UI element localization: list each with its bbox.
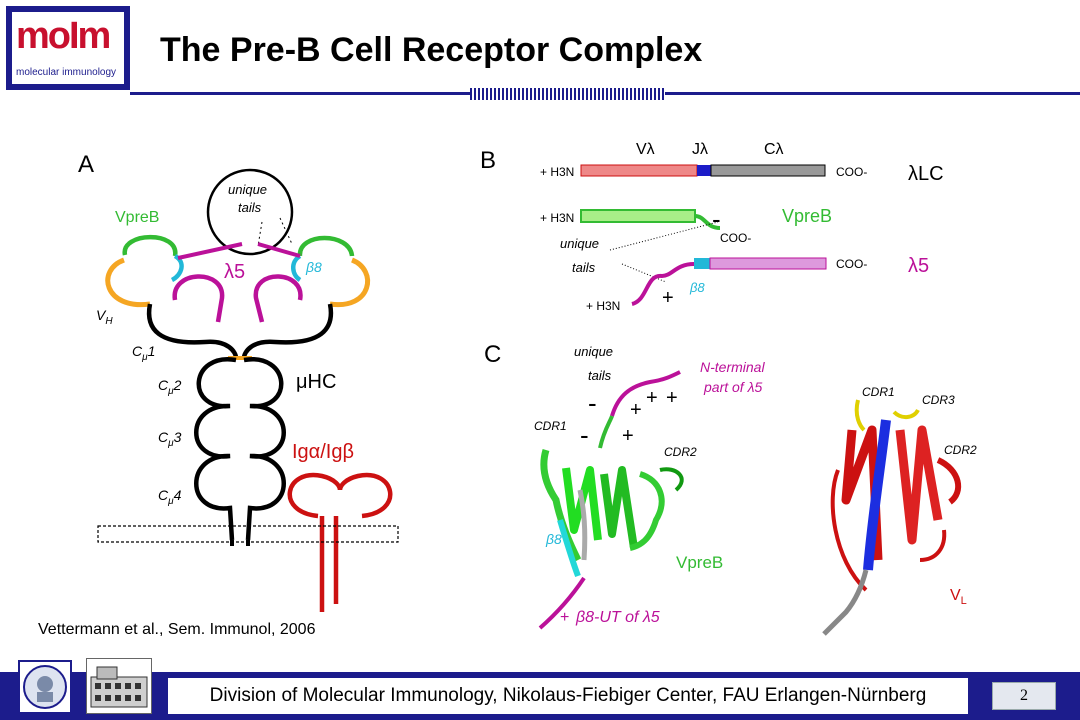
vpreb-ctail (694, 214, 721, 230)
lambda5-tail-right (257, 242, 301, 258)
lambda5-plus: + (662, 287, 674, 309)
tails-dotted-1 (609, 221, 719, 251)
vh-label: VH (96, 307, 113, 327)
logo: moIm molecular immunology (6, 6, 130, 90)
beta8-ut-label: β8-UT of λ5 (575, 609, 660, 626)
cmu1-left-domain (146, 303, 239, 359)
charge-plus-3: + (666, 387, 678, 409)
cdr2-label-c: CDR2 (664, 445, 697, 459)
jl-seg-label: Jλ (692, 141, 708, 158)
charge-plus-1: + (630, 399, 642, 421)
vpreb-left-domain (122, 234, 178, 257)
charge-minus-1: - (588, 388, 597, 418)
logo-text: moIm (16, 15, 111, 57)
vpreb-label-c: VpreB (676, 553, 723, 572)
cmu1-label: Cμ1 (132, 343, 155, 363)
nterm-label-1: N-terminal (700, 359, 765, 375)
page-number: 2 (992, 682, 1056, 710)
university-seal-icon (18, 660, 72, 714)
vpreb-label-a: VpreB (115, 209, 159, 226)
nterm-label-2: part of λ5 (703, 379, 762, 395)
cmu-right-chain (243, 357, 286, 541)
beta8-segment (694, 258, 710, 269)
cmu2-label: Cμ2 (158, 377, 182, 397)
h3n-llc: + H3N (540, 165, 574, 179)
cdr3-label-vl: CDR3 (922, 393, 955, 407)
unique-tails-label-b1: unique (560, 236, 599, 251)
unique-tails-circle (206, 168, 294, 256)
llc-v-segment (580, 164, 698, 177)
page-title: The Pre-B Cell Receptor Complex (160, 31, 703, 69)
footer-box (168, 678, 968, 714)
llc-c-segment (710, 164, 826, 177)
cmu1-right-domain (241, 303, 334, 359)
llc-label: λLC (908, 163, 944, 185)
cdr1-label-vl: CDR1 (862, 385, 895, 399)
h3n-vpreb: + H3N (540, 211, 574, 225)
vpreb-left-beta8 (170, 254, 184, 283)
coo-llc: COO- (836, 165, 867, 179)
utail-plus: + (560, 609, 569, 626)
coo-vpreb: COO- (720, 231, 751, 245)
vpreb-right-domain (297, 235, 355, 257)
lambda5-right-domain (253, 274, 303, 323)
panel-b-letter: B (480, 147, 496, 174)
tails-pointer-left (257, 221, 263, 247)
charge-plus-2: + (646, 387, 658, 409)
vh-right-domain (329, 257, 370, 308)
lambda5-utail (631, 262, 695, 306)
vpreb-label-b: VpreB (782, 206, 832, 226)
footer-text: Division of Molecular Immunology, Nikola… (209, 685, 927, 706)
charge-minus-2: - (580, 420, 589, 450)
vpreb-bar (580, 209, 696, 223)
cdr2-label-vl: CDR2 (944, 443, 977, 457)
cdr1-label-c: CDR1 (534, 419, 567, 433)
lambda5-label-b: λ5 (908, 255, 929, 277)
vl-ribbon (822, 399, 962, 636)
igab-label: Igα/Igβ (292, 441, 354, 463)
logo-subtitle: molecular immunology (16, 67, 117, 78)
figure-canvas: A unique tails VpreB β8 λ5 VH Cμ1 Cμ2 Cμ… (38, 141, 977, 638)
cl-seg-label: Cλ (764, 141, 784, 158)
beta8-label-a: β8 (305, 259, 322, 275)
vpreb-right-beta8 (291, 254, 302, 282)
vpreb-minus: - (712, 204, 721, 234)
coo-lambda5: COO- (836, 257, 867, 271)
h3n-lambda5: + H3N (586, 299, 620, 313)
vl-label-c: VL (950, 587, 967, 607)
unique-tails-label-b2: tails (572, 260, 596, 275)
llc-j-segment (697, 165, 711, 176)
lambda5-bar (709, 257, 827, 270)
utail-ribbon-magenta (610, 370, 681, 417)
vpreb-ribbon (538, 448, 684, 630)
unique-tails-label-c2: tails (588, 368, 612, 383)
header-barcode-decoration (470, 88, 665, 100)
utail-ribbon-green (598, 415, 614, 449)
tails-dotted-2 (621, 263, 667, 283)
vh-left-domain (105, 257, 151, 308)
citation: Vettermann et al., Sem. Immunol, 2006 (38, 621, 316, 638)
cmu3-label: Cμ3 (158, 429, 182, 449)
muhc-label: μHC (296, 371, 336, 393)
lambda5-left-domain (172, 274, 225, 323)
unique-tails-label-a1: unique (228, 182, 267, 197)
vl-seg-label: Vλ (636, 141, 655, 158)
beta8-label-c: β8 (545, 531, 562, 547)
logo-panel: moIm molecular immunology (12, 12, 124, 84)
unique-tails-label-a2: tails (238, 200, 262, 215)
panel-c-letter: C (484, 341, 501, 368)
cmu-left-chain (194, 357, 237, 541)
charge-plus-4: + (622, 425, 634, 447)
cmu4-label: Cμ4 (158, 487, 182, 507)
lambda5-label-a: λ5 (224, 261, 245, 283)
panel-a-letter: A (78, 151, 94, 178)
unique-tails-label-c1: unique (574, 344, 613, 359)
building-image-icon (86, 658, 152, 714)
beta8-label-b: β8 (689, 280, 705, 295)
lambda5-tail-left (177, 242, 243, 260)
igab-domain (287, 472, 393, 519)
